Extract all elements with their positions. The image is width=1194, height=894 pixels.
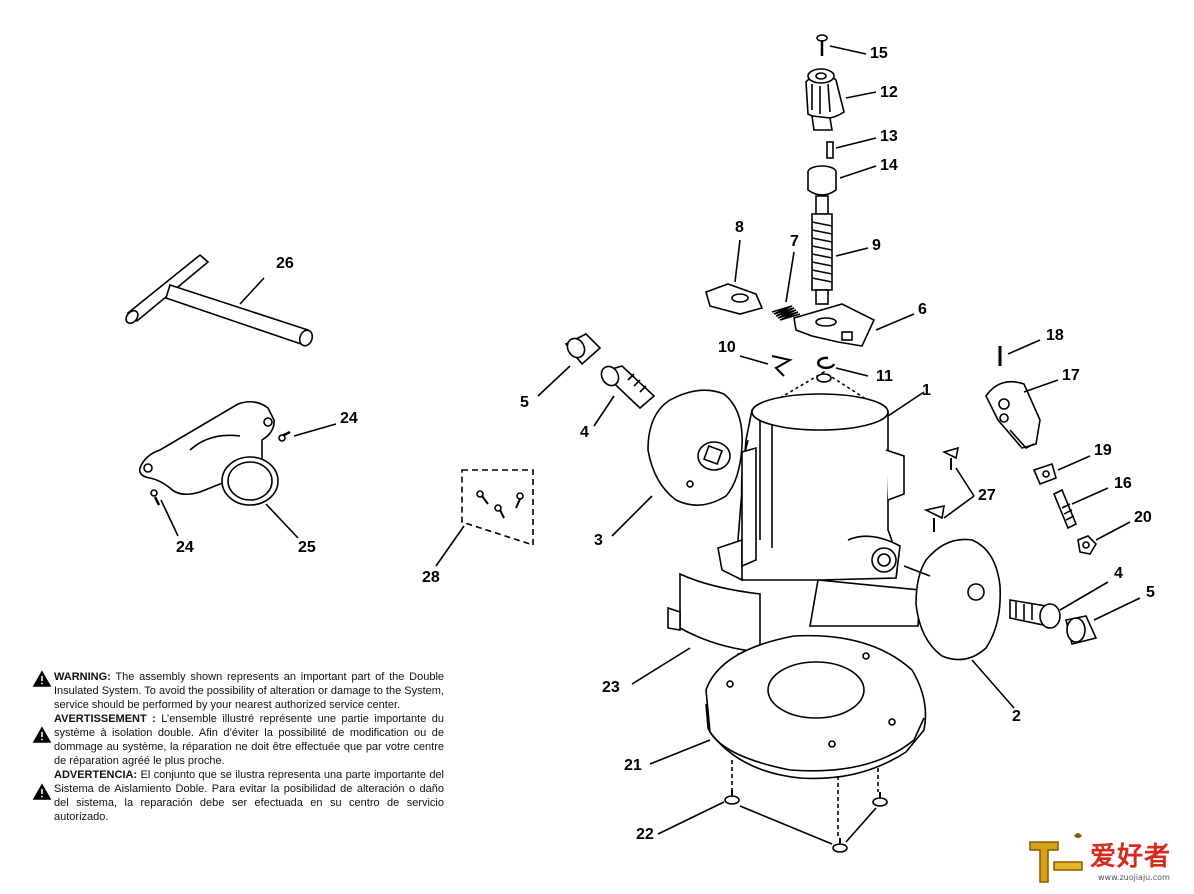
label-part-14: 14 [880,157,898,174]
label-part-22: 22 [636,826,654,843]
label-part-16: 16 [1114,475,1132,492]
part-12-knob [805,68,877,131]
label-part-11: 11 [876,368,893,385]
label-part-2: 2 [1012,708,1021,725]
label-part-12: 12 [880,84,898,101]
part-5-nut-left [537,333,602,397]
part-20-nut [1077,521,1131,555]
part-8-latch [705,239,764,315]
part-7-spring [771,251,801,321]
warning-french: AVERTISSEMENT : L’ensemble illustré repr… [34,712,444,768]
part-16-rod [1052,487,1109,530]
label-part-21: 21 [624,757,642,774]
watermark-text: 爱好者 [1090,842,1172,872]
part-6-bracket [793,303,915,347]
part-19-plate [1032,455,1091,486]
warning-notices: WARNING: The assembly shown represents a… [34,670,444,824]
warning-spanish-title: ADVERTENCIA: [54,769,138,781]
part-3-handle [611,389,743,537]
part-15-screw [816,34,867,56]
label-part-7: 7 [790,233,799,250]
label-part-4-left: 4 [580,424,589,441]
label-part-3: 3 [594,532,603,549]
label-part-27: 27 [978,487,996,504]
part-10-clip [739,355,793,377]
part-9-threaded-rod [811,195,869,305]
label-part-18: 18 [1046,327,1064,344]
part-4-bolt-left [593,365,656,427]
warning-spanish: ADVERTENCIA: El conjunto que se ilustra … [34,768,444,824]
label-part-9: 9 [872,237,881,254]
part-22-screws [657,760,888,853]
warning-english: WARNING: The assembly shown represents a… [34,670,444,712]
part-1-housing [717,371,925,627]
label-part-20: 20 [1134,509,1152,526]
label-part-6: 6 [918,301,927,318]
part-25-dust-chute [138,400,337,539]
part-4-bolt-right [1009,581,1109,629]
part-13-pin [826,137,877,159]
label-part-24-bottom: 24 [176,539,194,556]
label-part-23: 23 [602,679,620,696]
label-part-5-right: 5 [1146,584,1155,601]
label-part-19: 19 [1094,442,1112,459]
part-5-nut-right [1065,597,1141,645]
label-part-25: 25 [298,539,316,556]
warning-english-title: WARNING: [54,671,111,683]
warning-french-title: AVERTISSEMENT : [54,713,156,725]
label-part-17: 17 [1062,367,1080,384]
watermark-logo [1029,833,1083,883]
warning-icon-fr [32,726,52,743]
part-21-base-plate [649,634,927,780]
warning-icon-es [32,783,52,800]
label-part-24-top: 24 [340,410,358,427]
watermark-url: www.zuojiaju.com [1098,873,1170,882]
part-14-cap [807,165,877,196]
warning-english-body: The assembly shown represents an importa… [54,671,445,711]
part-17-lever [985,379,1059,449]
label-part-26: 26 [276,255,294,272]
label-part-5-left: 5 [520,394,529,411]
part-2-handle [903,538,1015,709]
label-part-13: 13 [880,128,898,145]
part-28-screws [435,469,534,567]
warning-icon-en [32,670,52,687]
part-11-ring [816,356,869,383]
label-part-8: 8 [735,219,744,236]
part-26-wrench [125,253,314,347]
label-part-15: 15 [870,45,888,62]
label-part-1: 1 [922,382,931,399]
warning-spanish-body: El conjunto que se ilustra representa un… [54,769,444,823]
label-part-10: 10 [718,339,736,356]
label-part-4-right: 4 [1114,565,1123,582]
warning-french-body: L’ensemble illustré représente une parti… [54,713,445,767]
label-part-28: 28 [422,569,440,586]
part-27-wing-screws [923,446,975,532]
part-18-pin [998,339,1041,366]
